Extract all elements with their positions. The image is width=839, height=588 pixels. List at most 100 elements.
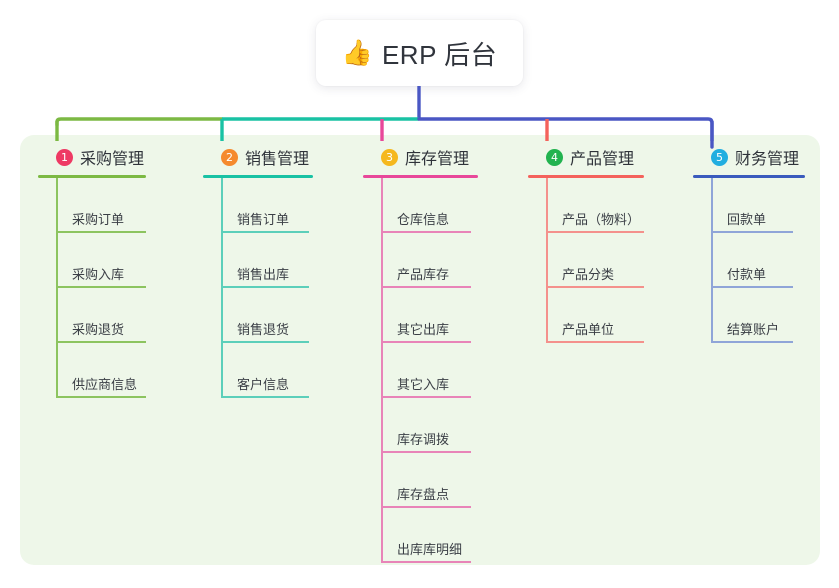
item-stem [546, 178, 548, 233]
item-stem [381, 178, 383, 233]
list-item[interactable]: 库存盘点 [381, 453, 478, 508]
list-item[interactable]: 客户信息 [221, 343, 313, 398]
column-badge-4: 4 [546, 148, 563, 166]
item-stem [381, 288, 383, 343]
item-stem [381, 343, 383, 398]
list-item[interactable]: 供应商信息 [56, 343, 146, 398]
item-label: 客户信息 [237, 377, 290, 392]
column-badge-1: 1 [56, 148, 73, 166]
item-label: 结算账户 [727, 322, 780, 337]
column-财务管理: 5 财务管理回款单付款单结算账户 [693, 145, 805, 343]
column-header-5[interactable]: 5 财务管理 [693, 145, 805, 169]
column-title: 采购管理 [80, 151, 145, 168]
item-rule [381, 506, 471, 508]
column-rule [363, 175, 478, 178]
item-label: 付款单 [727, 267, 767, 282]
list-item[interactable]: 采购退货 [56, 288, 146, 343]
item-rule [56, 231, 146, 233]
list-item[interactable]: 付款单 [711, 233, 805, 288]
item-label: 采购入库 [72, 267, 125, 282]
item-rule [221, 286, 309, 288]
item-stem [56, 233, 58, 288]
list-item[interactable]: 产品单位 [546, 288, 644, 343]
list-item[interactable]: 销售订单 [221, 178, 313, 233]
item-rule [56, 396, 146, 398]
list-item[interactable]: 其它入库 [381, 343, 478, 398]
item-stem [56, 178, 58, 233]
column-rule [693, 175, 805, 178]
diagram-panel [20, 135, 820, 565]
item-rule [221, 341, 309, 343]
item-rule [381, 561, 471, 563]
list-item[interactable]: 产品库存 [381, 233, 478, 288]
item-label: 销售退货 [237, 322, 290, 337]
item-stem [221, 233, 223, 288]
item-label: 库存盘点 [397, 487, 450, 502]
item-label: 仓库信息 [397, 212, 450, 227]
column-items: 销售订单销售出库销售退货客户信息 [203, 178, 313, 398]
list-item[interactable]: 其它出库 [381, 288, 478, 343]
item-label: 库存调拨 [397, 432, 450, 447]
column-rule [203, 175, 313, 178]
column-库存管理: 3 库存管理仓库信息产品库存其它出库其它入库库存调拨库存盘点出库库明细 [363, 145, 478, 563]
item-stem [221, 343, 223, 398]
list-item[interactable]: 回款单 [711, 178, 805, 233]
column-items: 采购订单采购入库采购退货供应商信息 [38, 178, 146, 398]
item-label: 供应商信息 [72, 377, 138, 392]
root-node[interactable]: 👍 ERP 后台 [316, 20, 523, 86]
item-label: 产品库存 [397, 267, 450, 282]
column-header-1[interactable]: 1 采购管理 [38, 145, 146, 169]
item-label: 产品（物料） [562, 212, 641, 227]
list-item[interactable]: 产品（物料） [546, 178, 644, 233]
item-stem [381, 398, 383, 453]
item-rule [381, 286, 471, 288]
item-rule [56, 286, 146, 288]
column-badge-3: 3 [381, 148, 398, 166]
item-rule [381, 396, 471, 398]
column-title: 库存管理 [405, 151, 470, 168]
column-title: 财务管理 [735, 151, 800, 168]
item-rule [381, 231, 471, 233]
list-item[interactable]: 结算账户 [711, 288, 805, 343]
column-header-3[interactable]: 3 库存管理 [363, 145, 478, 169]
thumbs-up-icon: 👍 [341, 38, 373, 67]
list-item[interactable]: 采购订单 [56, 178, 146, 233]
list-item[interactable]: 采购入库 [56, 233, 146, 288]
column-header-4[interactable]: 4 产品管理 [528, 145, 644, 169]
item-rule [221, 231, 309, 233]
list-item[interactable]: 出库库明细 [381, 508, 478, 563]
item-rule [711, 286, 793, 288]
column-title: 产品管理 [570, 151, 635, 168]
list-item[interactable]: 销售退货 [221, 288, 313, 343]
item-label: 销售出库 [237, 267, 290, 282]
column-items: 回款单付款单结算账户 [693, 178, 805, 343]
item-rule [711, 231, 793, 233]
item-stem [221, 288, 223, 343]
list-item[interactable]: 产品分类 [546, 233, 644, 288]
item-rule [546, 231, 644, 233]
item-label: 采购订单 [72, 212, 125, 227]
column-badge-5: 5 [711, 148, 728, 166]
root-node-label: ERP 后台 [381, 39, 498, 70]
item-stem [381, 508, 383, 563]
item-rule [546, 341, 644, 343]
item-stem [546, 233, 548, 288]
item-stem [546, 288, 548, 343]
list-item[interactable]: 库存调拨 [381, 398, 478, 453]
item-label: 其它入库 [397, 377, 450, 392]
column-采购管理: 1 采购管理采购订单采购入库采购退货供应商信息 [38, 145, 146, 398]
item-label: 回款单 [727, 212, 767, 227]
column-title: 销售管理 [245, 151, 310, 168]
item-stem [711, 288, 713, 343]
item-stem [381, 453, 383, 508]
column-items: 仓库信息产品库存其它出库其它入库库存调拨库存盘点出库库明细 [363, 178, 478, 563]
column-rule [38, 175, 146, 178]
item-label: 产品分类 [562, 267, 615, 282]
list-item[interactable]: 销售出库 [221, 233, 313, 288]
item-label: 其它出库 [397, 322, 450, 337]
column-产品管理: 4 产品管理产品（物料） 产品分类产品单位 [528, 145, 644, 343]
list-item[interactable]: 仓库信息 [381, 178, 478, 233]
